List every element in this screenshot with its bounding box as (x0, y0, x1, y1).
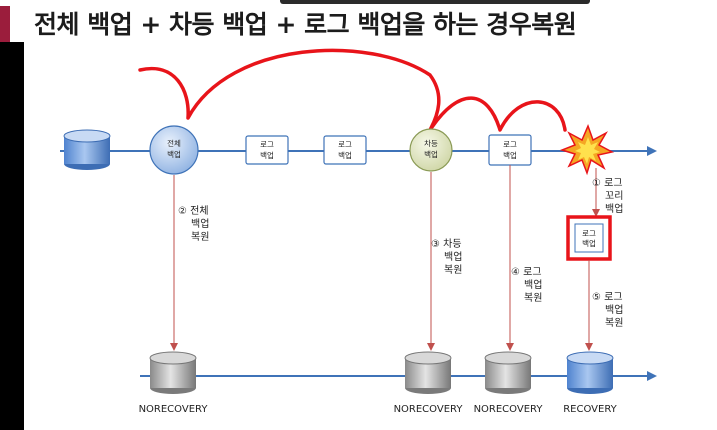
database-state-label: RECOVERY (563, 404, 617, 415)
svg-text:② 전체: ② 전체 (178, 205, 209, 217)
step2-label: ② 전체 백업 복원 (178, 205, 209, 243)
recovery-database-icon (566, 351, 614, 394)
database-state-label: NORECOVERY (474, 404, 544, 415)
top-bar (0, 0, 717, 6)
step3-label: ③ 차등 백업 복원 (431, 238, 462, 276)
svg-text:⑤ 로그: ⑤ 로그 (592, 292, 623, 303)
failure-explosion-icon (559, 123, 615, 176)
norecovery-database-icon (484, 351, 532, 394)
database-state-label: NORECOVERY (394, 404, 464, 415)
svg-text:① 로그: ① 로그 (592, 178, 623, 189)
log-backup-label: 백업 (260, 150, 274, 160)
log-backup-label: 로그 (503, 140, 517, 149)
log-backup-node: 로그 백업 (488, 134, 532, 166)
log-backup-label: 백업 (338, 150, 352, 160)
full-backup-label: 백업 (167, 149, 181, 159)
differential-backup-node: 차등 백업 (409, 128, 453, 172)
tail-log-label: 백업 (582, 238, 596, 248)
norecovery-database-icon (149, 351, 197, 394)
log-backup-node: 로그 백업 (245, 135, 289, 165)
step5-label: ⑤ 로그 백업 복원 (592, 292, 623, 329)
slide-title: 전체 백업 + 차등 백업 + 로그 백업을 하는 경우복원 (34, 10, 577, 39)
svg-text:꼬리: 꼬리 (605, 190, 623, 202)
svg-text:복원: 복원 (524, 292, 542, 304)
tail-log-backup-node: 로그 백업 (566, 215, 612, 261)
step4-label: ④ 로그 백업 복원 (511, 267, 542, 304)
log-backup-label: 로그 (338, 140, 352, 149)
full-backup-node: 전체 백업 (149, 125, 199, 175)
step1-label: ① 로그 꼬리 백업 (592, 178, 623, 215)
diff-backup-label: 차등 (424, 139, 438, 148)
source-database-icon (63, 129, 111, 170)
restore-path-annotation (138, 48, 567, 132)
svg-text:복원: 복원 (444, 264, 462, 276)
diff-backup-label: 백업 (424, 149, 438, 159)
svg-text:③ 차등: ③ 차등 (431, 238, 462, 250)
log-backup-label: 백업 (503, 150, 517, 160)
svg-text:백업: 백업 (605, 202, 623, 215)
svg-text:백업: 백업 (524, 278, 542, 291)
svg-text:백업: 백업 (444, 250, 462, 263)
log-backup-node: 로그 백업 (323, 135, 367, 165)
full-backup-label: 전체 (167, 138, 181, 148)
svg-text:백업: 백업 (605, 303, 623, 316)
svg-text:백업: 백업 (191, 217, 209, 230)
left-edge-strip (0, 42, 24, 430)
tail-log-label: 로그 (582, 229, 596, 238)
title-accent-bar (0, 6, 10, 42)
log-backup-label: 로그 (260, 140, 274, 149)
database-state-label: NORECOVERY (139, 404, 209, 415)
svg-text:복원: 복원 (605, 317, 623, 329)
svg-text:④ 로그: ④ 로그 (511, 267, 542, 278)
norecovery-database-icon (404, 351, 452, 394)
svg-text:복원: 복원 (191, 231, 209, 243)
